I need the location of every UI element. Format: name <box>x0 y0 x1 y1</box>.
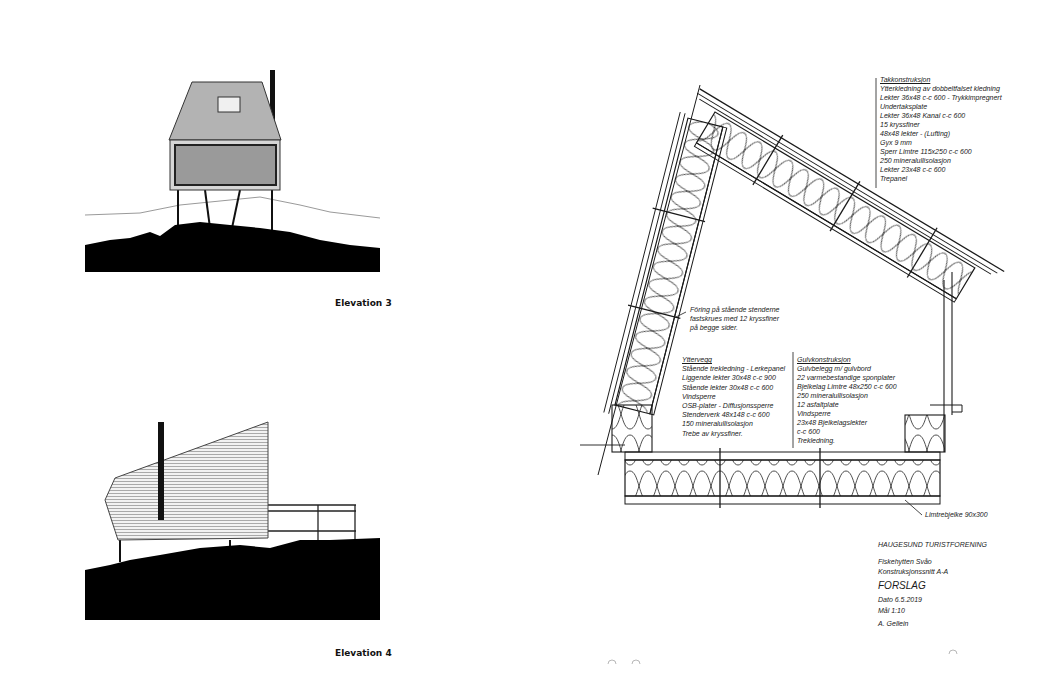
roof-note: 48x48 lekter - (Lufting) <box>880 130 950 138</box>
right-wall <box>930 405 962 412</box>
wall-note: Yttervegg <box>682 356 712 364</box>
terrace-railing <box>268 510 356 511</box>
terrace-railing <box>268 530 356 531</box>
floor-note: Trekledning. <box>797 437 835 445</box>
floor-build-up <box>819 448 820 508</box>
cabin-volume <box>105 422 268 540</box>
roof-build-up <box>753 135 783 185</box>
floor-build-up <box>580 405 940 508</box>
rock-ground <box>85 222 380 272</box>
terrace-railing <box>268 505 356 542</box>
elevation-title: Elevation 3 <box>335 298 392 308</box>
roof-note: Trepanel <box>880 175 907 183</box>
leader-line <box>793 352 794 448</box>
roof-note: Lekter 36x48 c-c 600 - Trykkimpregnert <box>880 94 1002 102</box>
leader-line <box>674 312 686 318</box>
wall-note: Stående trekledning - Lerkepanel <box>682 365 785 373</box>
roof-note: Sperr Limtre 115x250 c-c 600 <box>880 148 972 156</box>
wall-build-up <box>653 208 705 221</box>
floor-build-up <box>625 452 940 460</box>
terrain-line <box>85 197 380 218</box>
leader-line <box>876 78 877 188</box>
title-block-text: Dato 6.5.2019 <box>878 596 922 604</box>
floor-note: Bjelkelag Limtre 48x250 c-c 600 <box>797 383 897 391</box>
terrace-railing <box>354 505 355 540</box>
roof-build-up <box>830 181 860 231</box>
floor-build-up <box>612 405 652 452</box>
pencil-mark <box>632 660 640 664</box>
pencil-mark <box>949 650 957 654</box>
wall-lining-note: Fôring på stående stenderne <box>690 306 780 314</box>
roof-build-up <box>696 112 974 299</box>
cabin-body <box>170 140 280 190</box>
title-block-text: FORSLAG <box>878 580 926 592</box>
leader-line <box>905 500 922 515</box>
floor-build-up <box>625 460 940 496</box>
roof-build-up <box>671 86 1005 318</box>
wall-note: Vindsperre <box>682 393 716 401</box>
cabin-posts <box>271 190 273 235</box>
roof-note: Gyx 9 mm <box>880 139 912 147</box>
title-block-text: A. Gellein <box>878 620 908 628</box>
floor-note: 250 mineralullisolasjon <box>797 392 868 400</box>
cabin-posts <box>205 190 210 228</box>
elevation-title: Elevation 4 <box>335 648 392 658</box>
rock-ground <box>85 538 380 620</box>
terrace-railing <box>268 504 356 505</box>
floor-note: Gulvkonstruksjon <box>797 356 851 364</box>
roof-note: Lekter 23x48 c-c 600 <box>880 166 945 174</box>
roof-build-up <box>697 93 997 273</box>
roof-note: Takkonstruksjon <box>880 76 930 84</box>
pencil-mark <box>608 660 616 664</box>
leader-line <box>674 78 922 515</box>
floor-build-up <box>719 448 720 508</box>
roof-build-up <box>907 228 937 278</box>
title-block-text: Konstruksjonssnitt A-A <box>878 568 948 576</box>
floor-note: 22 varmebestandige sponplater <box>797 374 895 382</box>
floor-note: Gulvbelegg m/ gulvbord <box>797 365 871 373</box>
terrace-railing <box>317 505 318 531</box>
floor-note: 23x48 Bjelkelagslekter <box>797 419 867 427</box>
title-block-text: Fiskehytten Svåo <box>878 558 932 566</box>
floor-note: 12 asfaltplate <box>797 401 839 409</box>
wall-note: 150 mineralullisolasjon <box>682 420 753 428</box>
floor-note: c-c 600 <box>797 428 820 436</box>
title-block-text: Mål 1:10 <box>878 607 905 615</box>
right-wall <box>905 272 962 452</box>
wall-note: Stående lekter 30x48 c-c 600 <box>682 384 773 392</box>
wall-build-up <box>628 305 680 318</box>
cabin-roof <box>169 82 281 140</box>
roof-note: Ytterkledning av dobbeltfalset kledning <box>880 85 1000 93</box>
cabin-posts <box>119 540 121 562</box>
elevation-three <box>85 70 380 272</box>
construction-section <box>580 78 1006 664</box>
pencil-mark <box>608 650 957 664</box>
right-wall <box>905 415 945 452</box>
roof-build-up <box>699 99 991 274</box>
floor-build-up <box>625 496 940 504</box>
roof-window <box>218 97 240 112</box>
roof-note: 250 mineralullisolasjon <box>880 157 951 165</box>
floor-note: Vindsperre <box>797 410 831 418</box>
roof-note: Undertaksplate <box>880 103 927 111</box>
title-block-text: HAUGESUND TURISTFORENING <box>878 541 987 549</box>
cabin-window <box>175 145 276 185</box>
wall-lining-note: på begge sider. <box>690 324 738 332</box>
roof-note: 15 kryssfiner <box>880 121 920 129</box>
cabin-posts <box>232 190 240 228</box>
roof-build-up <box>700 89 1004 272</box>
roof-note: Lekter 36x48 Kanal c-c 600 <box>880 112 965 120</box>
elevation-four <box>85 422 380 620</box>
wall-note: Trebe av kryssfiner. <box>682 430 743 438</box>
wall-lining-note: fastskrues med 12 kryssfiner <box>690 315 779 323</box>
chimney <box>158 422 164 520</box>
roof-build-up <box>694 143 956 302</box>
right-wall <box>951 272 952 415</box>
wall-note: OSB-plater - Diffusjonssperre <box>682 402 773 410</box>
beam-note: Limtrebjelke 90x300 <box>925 511 988 519</box>
wall-note: Stenderverk 48x148 c-c 600 <box>682 411 770 419</box>
wall-note: Liggende lekter 30x48 c-c 900 <box>682 374 776 382</box>
